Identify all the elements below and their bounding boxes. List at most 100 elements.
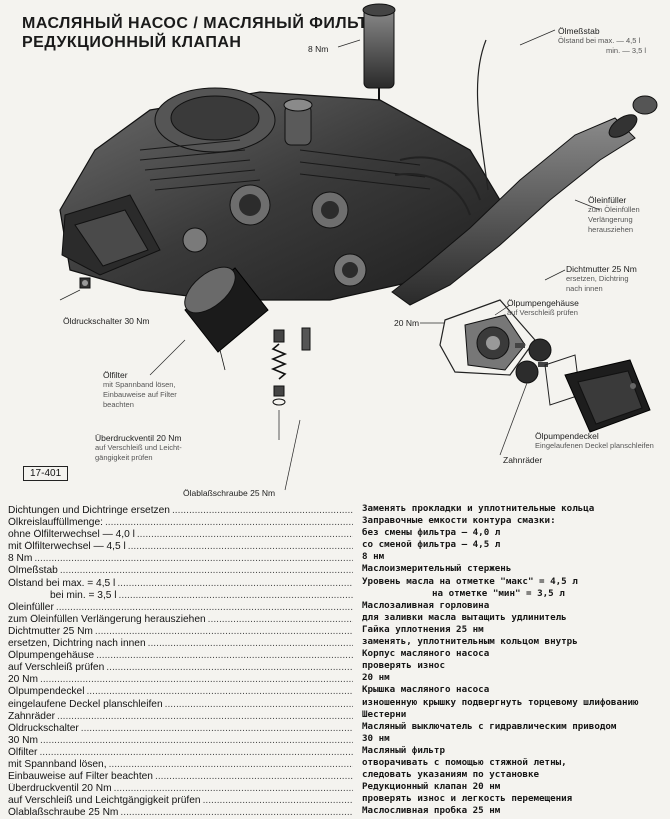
leader-dots: [39, 747, 353, 759]
legend-text: Öleinfüller: [8, 601, 54, 613]
pump-cover-label: Ölpumpendeckel: [535, 431, 599, 441]
legend-row: Ölmeßstab: [8, 565, 353, 577]
legend-text: Ölstand bei max. = 4,5 l: [8, 577, 116, 589]
translation-row: проверять износ: [362, 660, 445, 672]
legend-row: Dichtungen und Dichtringe ersetzen: [8, 505, 353, 517]
gears-label: Zahnräder: [503, 455, 543, 465]
legend-text: Dichtmutter 25 Nm: [8, 625, 93, 637]
translation-row: Заправочные емкости контура смазки:: [362, 515, 556, 527]
legend-text: Ölfilter: [8, 746, 38, 758]
legend-row: Ölpumpendeckel: [8, 686, 353, 698]
dipstick-torque-label: 8 Nm: [308, 44, 329, 54]
legend-row: auf Verschleiß und Leichtgängigkeit prüf…: [8, 795, 353, 807]
legend-row: auf Verschleiß prüfen: [8, 662, 353, 674]
pump-housing-sub: auf Verschleiß prüfen: [507, 308, 578, 317]
legend-text: auf Verschleiß prüfen: [8, 662, 105, 674]
leader-dots: [172, 505, 353, 517]
legend-row: Überdruckventil 20 Nm: [8, 783, 353, 795]
cap-nut-sub1: ersetzen, Dichtring: [566, 274, 629, 283]
pressure-switch-label: Öldruckschalter: [63, 316, 123, 326]
cap-nut-label: Dichtmutter 25 Nm: [566, 264, 637, 274]
legend-text: Ölpumpengehäuse: [8, 650, 95, 662]
legend-row: Ölstand bei max. = 4,5 l: [8, 578, 353, 590]
filler-sub2: Verlängerung: [588, 215, 633, 224]
legend-row: Zahnräder: [8, 711, 353, 723]
title-line-2: РЕДУКЦИОННЫЙ КЛАПАН: [22, 34, 242, 51]
dipstick-max-label: Ölstand bei max. — 4,5 l: [558, 36, 641, 45]
legend-row: 30 Nm: [8, 735, 353, 747]
legend-row: Ölkreislauffüllmenge:: [8, 517, 353, 529]
translation-row: Гайка уплотнения 25 нм: [362, 623, 484, 635]
dipstick-callout: Ölmeßstab Ölstand bei max. — 4,5 l min. …: [558, 26, 646, 56]
legend-row: mit Spannband lösen,: [8, 759, 353, 771]
translation-row: Маслоизмерительный стержень: [362, 563, 512, 575]
translation-row: изношенную крышку подвергнуть торцевому …: [362, 696, 639, 708]
translation-row: без смены фильтра — 4,0 л: [362, 527, 501, 539]
pump-cover-callout: Ölpumpendeckel Eingelaufenen Deckel plan…: [535, 431, 654, 451]
translation-row: Шестерни: [362, 708, 407, 720]
pump-housing-callout: Ölpumpengehäuse auf Verschleiß prüfen: [507, 298, 579, 318]
pressure-switch-callout: Öldruckschalter 30 Nm: [63, 316, 149, 326]
legend-row: Ölfilter: [8, 747, 353, 759]
filler-sub3: herausziehen: [588, 225, 634, 234]
leader-dots: [106, 662, 353, 674]
legend-text: Zahnräder: [8, 710, 56, 722]
leader-dots: [96, 650, 353, 662]
legend-text: 30 Nm: [8, 734, 39, 746]
legend-row: Öldruckschalter: [8, 723, 353, 735]
leader-dots: [155, 771, 353, 783]
drain-plug-label: Ölablaßschraube 25 Nm: [183, 488, 276, 498]
russian-translation: Заменять прокладки и уплотнительные коль…: [362, 503, 667, 817]
cap-nut-sub2: nach innen: [566, 284, 603, 293]
translation-row: Масляный выключатель с гидравлическим пр…: [362, 720, 617, 732]
translation-row: заменять, уплотнительным кольцом внутрь: [362, 636, 578, 648]
leader-dots: [60, 565, 353, 577]
dipstick-part: [362, 3, 489, 191]
filter-label: Ölfilter: [103, 370, 128, 380]
leader-dots: [86, 686, 353, 698]
legend-row: 8 Nm: [8, 553, 353, 565]
legend-text: Einbauweise auf Filter beachten: [8, 771, 153, 783]
oil-pump-cover-part: [564, 359, 651, 433]
translation-row: Корпус масляного насоса: [362, 648, 490, 660]
pump-cover-sub: Eingelaufenen Deckel planschleifen: [535, 441, 654, 450]
legend-text: Dichtungen und Dichtringe ersetzen: [8, 505, 170, 516]
leader-dots: [81, 723, 353, 735]
translation-row: для заливки масла вытащить удлинитель: [362, 611, 567, 623]
legend-text: Überdruckventil 20 Nm: [8, 783, 112, 795]
leader-dots: [109, 759, 353, 771]
legend-text: 8 Nm: [8, 553, 33, 565]
relief-valve-callout: Überdruckventil 20 Nm auf Verschleiß und…: [95, 433, 182, 463]
engine-block: [59, 87, 501, 301]
cap-nut-callout: Dichtmutter 25 Nm ersetzen, Dichtring na…: [566, 264, 637, 294]
legend-row: eingelaufene Deckel planschleifen: [8, 699, 353, 711]
legend-row: Ölablaßschraube 25 Nm: [8, 807, 353, 819]
relief-valve-sub2: gängigkeit prüfen: [95, 453, 153, 462]
legend-text: auf Verschleiß und Leichtgängigkeit prüf…: [8, 795, 201, 807]
legend-row: bei min. = 3,5 l: [8, 590, 353, 602]
translation-row: 20 нм: [362, 672, 390, 684]
relief-valve-label: Überdruckventil 20 Nm: [95, 433, 182, 443]
oil-pump-housing-part: [439, 299, 536, 376]
translation-row: со сменой фильтра — 4,5 л: [362, 539, 501, 551]
legend-row: Einbauweise auf Filter beachten: [8, 771, 353, 783]
legend-text: ohne Ölfilterwechsel — 4,0 l: [8, 529, 135, 541]
legend-text: Ölablaßschraube 25 Nm: [8, 807, 119, 819]
legend-text: zum Öleinfüllen Verlängerung herausziehe…: [8, 613, 206, 625]
leader-dots: [34, 553, 353, 565]
legend-row: Öleinfüller: [8, 602, 353, 614]
translation-row: Масляный фильтр: [362, 744, 445, 756]
translation-row: Уровень масла на отметке "макс" = 4,5 л: [362, 575, 578, 587]
legend-text: bei min. = 3,5 l: [50, 589, 117, 601]
leader-dots: [40, 674, 353, 686]
leader-dots: [128, 541, 353, 553]
legend-text: ersetzen, Dichtring nach innen: [8, 638, 146, 650]
gears-part: [499, 338, 552, 456]
translation-row: 30 нм: [362, 732, 390, 744]
legend-row: mit Ölfilterwechsel — 4,5 l: [8, 541, 353, 553]
legend-row: ersetzen, Dichtring nach innen: [8, 638, 353, 650]
translation-row: проверять износ и легкость перемещения: [362, 793, 573, 805]
translation-row: Маслозаливная горловина: [362, 599, 490, 611]
legend-text: mit Spannband lösen,: [8, 758, 107, 770]
